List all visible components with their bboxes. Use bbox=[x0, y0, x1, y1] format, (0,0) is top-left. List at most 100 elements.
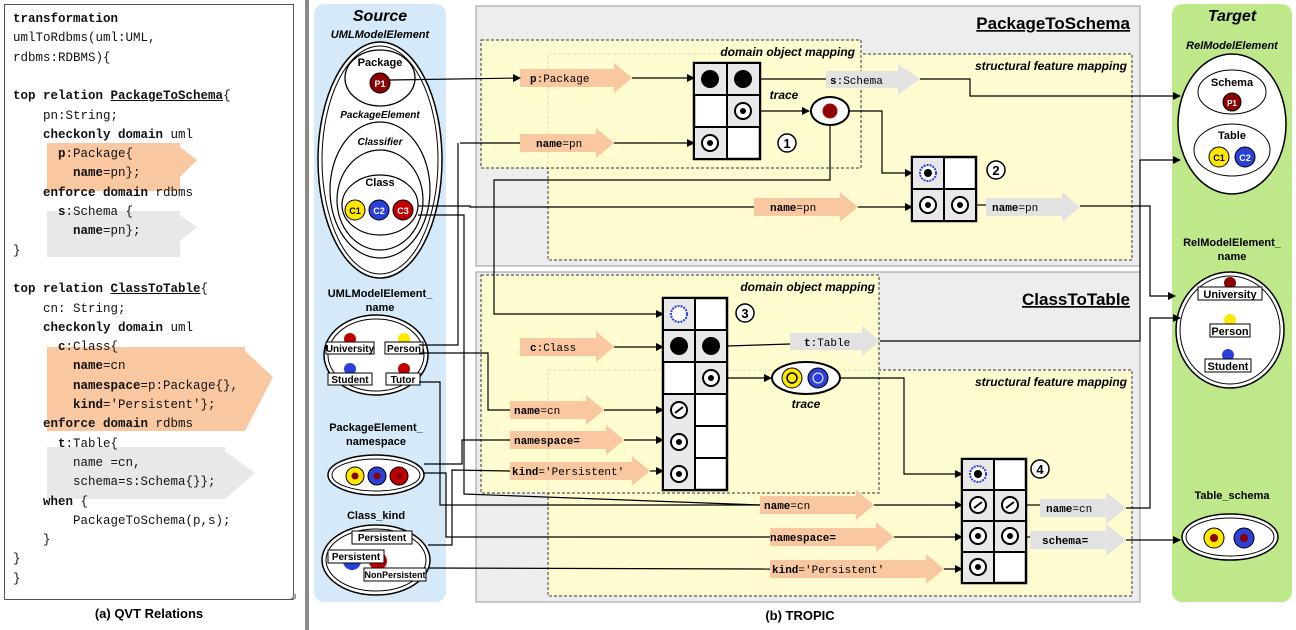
uml-model-element-name-label-1: UMLModelElement_ bbox=[328, 288, 433, 300]
code-line: rdbms:RDBMS){ bbox=[13, 50, 111, 66]
code-token: { bbox=[223, 89, 231, 104]
page-curl bbox=[290, 593, 296, 599]
code-line: checkonly domain uml bbox=[13, 320, 193, 336]
target-title: Target bbox=[1208, 8, 1257, 25]
code-token: c bbox=[13, 340, 66, 355]
code-line: name=cn bbox=[13, 358, 126, 374]
name-value-university: University bbox=[326, 344, 375, 355]
arrow-c-class bbox=[520, 331, 614, 362]
uml-model-element-ellipse-inner bbox=[321, 45, 439, 275]
code-token: rdbms bbox=[155, 417, 194, 432]
code-token: uml bbox=[170, 127, 194, 142]
code-token: =cn bbox=[103, 359, 126, 374]
arrow-name-cn-1-label: name=cn bbox=[514, 406, 560, 418]
code-highlight-layer bbox=[47, 143, 273, 499]
code-token: name bbox=[13, 166, 104, 181]
code-token: PackageToSchema bbox=[110, 89, 224, 104]
arrow-out-schema-label: schema= bbox=[1042, 536, 1089, 548]
arrow-c-class-label: c:Class bbox=[530, 343, 576, 355]
code-line: checkonly domain uml bbox=[13, 127, 193, 143]
c2-node bbox=[368, 199, 390, 221]
uml-model-element-name-label-2: name bbox=[366, 302, 395, 314]
package-to-schema-title: PackageToSchema bbox=[976, 14, 1130, 33]
arrow-out-name-cn-label: name=cn bbox=[1046, 504, 1092, 516]
code-token: ='Persistent'}; bbox=[103, 398, 216, 412]
code-line: } bbox=[13, 551, 21, 567]
arrow-p-package-label: p:Package bbox=[530, 74, 589, 86]
code-line: top relation PackageToSchema{ bbox=[13, 88, 231, 104]
target-c2-node bbox=[1234, 146, 1256, 168]
marker-2 bbox=[986, 160, 1006, 180]
name-value-student: Student bbox=[331, 375, 369, 386]
c2t-domain-object-label: domain object mapping bbox=[740, 280, 875, 294]
target-name-university: University bbox=[1203, 289, 1257, 301]
classifier-label: Classifier bbox=[357, 137, 403, 148]
code-token: ClassToTable bbox=[110, 282, 201, 297]
arrow-namespace-1 bbox=[510, 425, 624, 455]
code-token: enforce domain bbox=[13, 185, 156, 200]
kind-value-persistent-1: Persistent bbox=[358, 533, 407, 544]
code-token: :Schema { bbox=[65, 205, 134, 219]
code-token: :Package{ bbox=[65, 147, 134, 162]
marker-3 bbox=[735, 303, 755, 323]
arrow-t-table-label: t:Table bbox=[804, 338, 850, 350]
code-line: umlToRdbms(uml:UML, bbox=[13, 30, 156, 46]
arrow-namespace-1-label: namespace= bbox=[514, 436, 580, 448]
code-line: cn: String; bbox=[13, 301, 126, 317]
code-token: cn: String; bbox=[13, 301, 126, 316]
target-p1-label: P1 bbox=[1227, 99, 1237, 108]
c1-label: C1 bbox=[349, 206, 361, 216]
p1-node bbox=[369, 72, 391, 94]
kind-value-persistent-2: Persistent bbox=[332, 552, 381, 563]
class-to-table-title: ClassToTable bbox=[1022, 290, 1130, 309]
code-token: } bbox=[13, 571, 21, 586]
marker-4 bbox=[1030, 459, 1050, 479]
code-line: } bbox=[13, 571, 21, 587]
p1-label: P1 bbox=[374, 79, 385, 89]
code-line: p:Package{ bbox=[13, 146, 133, 162]
code-line: name=pn}; bbox=[13, 223, 141, 239]
code-line: c:Class{ bbox=[13, 339, 118, 355]
arrow-kind-2-label: kind='Persistent' bbox=[772, 565, 884, 577]
mapping-grid-1 bbox=[692, 61, 762, 161]
code-line: namespace=p:Package{}, bbox=[13, 378, 238, 394]
name-value-tutor: Tutor bbox=[391, 375, 416, 386]
arrow-t-table bbox=[790, 326, 880, 356]
qvt-caption: (a) QVT Relations bbox=[94, 606, 204, 621]
code-token: =p:Package{}, bbox=[140, 378, 239, 393]
arrow-p-package bbox=[520, 63, 632, 93]
code-token: :Class{ bbox=[65, 340, 119, 355]
package-element-namespace-label-1: PackageElement_ bbox=[329, 422, 423, 434]
package-element-namespace-label-2: namespace bbox=[346, 436, 406, 448]
code-token: checkonly domain bbox=[13, 127, 171, 142]
code-token: kind bbox=[13, 398, 104, 412]
code-token: } bbox=[13, 552, 21, 567]
arrow-name-cn-2-label: name=cn bbox=[764, 501, 810, 513]
code-token: =pn}; bbox=[103, 224, 141, 239]
mapping-grid-2 bbox=[910, 155, 978, 223]
c2-label: C2 bbox=[373, 206, 385, 216]
code-token: { bbox=[200, 282, 209, 297]
code-token: p bbox=[13, 147, 66, 162]
target-c2-label: C2 bbox=[1239, 153, 1251, 163]
code-line: top relation ClassToTable{ bbox=[13, 281, 208, 297]
code-line: transformation bbox=[13, 11, 118, 27]
package-element-label: PackageElement bbox=[340, 110, 420, 121]
table-schema-label: Table_schema bbox=[1194, 490, 1270, 502]
arrow-s-schema bbox=[826, 64, 920, 95]
schema-label: Schema bbox=[1211, 77, 1254, 89]
arrow-out-name-cn bbox=[1040, 492, 1126, 524]
code-line: when { bbox=[13, 494, 88, 510]
panel-divider bbox=[305, 0, 309, 630]
target-p1-node bbox=[1222, 92, 1242, 112]
code-line: PackageToSchema(p,s); bbox=[13, 513, 231, 529]
code-target-highlight bbox=[47, 211, 197, 257]
arrow-namespace-2 bbox=[770, 522, 894, 552]
qvt-code-panel: transformation umlToRdbms(uml:UML, rdbms:R… bbox=[4, 4, 296, 600]
rel-model-element-name-label-1: RelModelElement_ bbox=[1183, 237, 1282, 249]
uml-name-ellipse-inner bbox=[327, 318, 425, 392]
code-token: checkonly domain bbox=[13, 320, 171, 335]
code-token: =pn}; bbox=[103, 166, 141, 181]
code-token: } bbox=[13, 533, 51, 548]
